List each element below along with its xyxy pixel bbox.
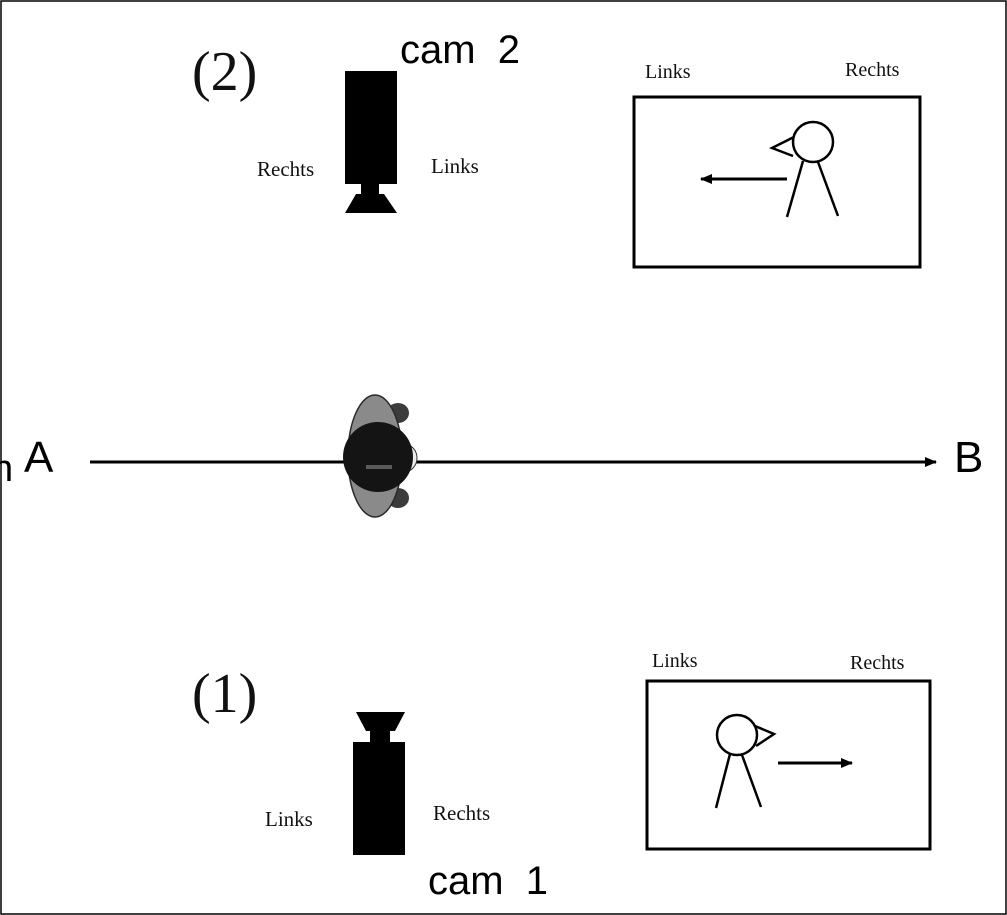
scene-bottom-camera-label: cam 1 [428, 859, 548, 903]
camera-2-left-side-label: Rechts [257, 157, 314, 181]
frame-2-right-label: Rechts [845, 59, 900, 81]
person-top-view-icon [343, 394, 418, 518]
scene-top: (2) cam 2 Rechts Links Links Rechts [192, 28, 922, 269]
camera-1-icon [353, 712, 405, 855]
axis: n A B [0, 433, 983, 490]
scene-top-camera-label: cam 2 [400, 28, 520, 72]
camera-1-left-side-label: Links [265, 807, 313, 831]
scene-bottom-number: (1) [192, 663, 257, 725]
clipped-left-text: n [0, 448, 13, 490]
walker-right-icon [714, 713, 777, 809]
frame-1-right-label: Rechts [850, 652, 905, 674]
camera-1-right-side-label: Rechts [433, 801, 490, 825]
frame-2-left-label: Links [645, 61, 691, 83]
camera-2-icon [345, 71, 397, 213]
camera-1-view-frame [645, 679, 932, 851]
camera-2-view-frame [632, 95, 922, 269]
axis-start-label: A [24, 433, 54, 482]
axis-end-label: B [954, 433, 983, 482]
camera-2-right-side-label: Links [431, 154, 479, 178]
walker-left-icon [768, 120, 840, 218]
scene-bottom: (1) cam 1 Links Rechts Links Rechts [192, 650, 932, 903]
scene-top-number: (2) [192, 41, 257, 103]
frame-1-left-label: Links [652, 650, 698, 672]
